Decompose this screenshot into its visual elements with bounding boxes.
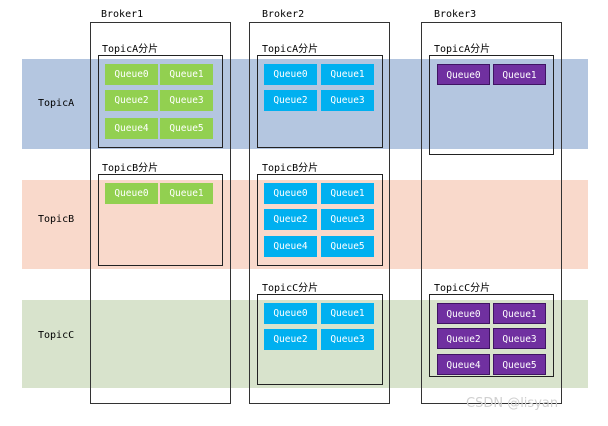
broker-1-topic-a-shard bbox=[98, 55, 223, 148]
broker-3-topic-c-queue-3: Queue3 bbox=[493, 328, 546, 349]
broker-2-topic-c-queue-3: Queue3 bbox=[321, 329, 374, 350]
broker-2-topic-a-queue-3: Queue3 bbox=[321, 90, 374, 111]
broker-2-topic-c-shard-title: TopicC分片 bbox=[262, 283, 319, 294]
broker-1-topic-a-queue-4: Queue4 bbox=[105, 118, 158, 139]
broker-3-topic-c-queue-2: Queue2 bbox=[437, 328, 490, 349]
broker-3-topic-a-shard bbox=[429, 55, 554, 155]
broker-1-topic-a-queue-0: Queue0 bbox=[105, 64, 158, 85]
broker-1-title: Broker1 bbox=[101, 9, 144, 20]
topic-b-label: TopicB bbox=[38, 214, 75, 225]
topic-c-label: TopicC bbox=[38, 330, 75, 341]
broker-1 bbox=[90, 22, 231, 404]
broker-3-topic-c-queue-4: Queue4 bbox=[437, 354, 490, 375]
broker-2-topic-a-queue-2: Queue2 bbox=[264, 90, 317, 111]
broker-2-topic-c-queue-2: Queue2 bbox=[264, 329, 317, 350]
broker-1-topic-a-queue-5: Queue5 bbox=[160, 118, 213, 139]
broker-2 bbox=[249, 22, 390, 404]
broker-3-title: Broker3 bbox=[434, 9, 477, 20]
broker-3 bbox=[421, 22, 562, 404]
broker-2-topic-b-queue-4: Queue4 bbox=[264, 236, 317, 257]
watermark: CSDN @lisyan bbox=[466, 396, 559, 411]
broker-2-topic-b-queue-0: Queue0 bbox=[264, 183, 317, 204]
topic-a-label: TopicA bbox=[38, 98, 75, 109]
broker-2-topic-a-queue-0: Queue0 bbox=[264, 64, 317, 85]
broker-3-topic-c-queue-1: Queue1 bbox=[493, 303, 546, 324]
broker-1-topic-a-queue-2: Queue2 bbox=[105, 90, 158, 111]
broker-2-topic-a-queue-1: Queue1 bbox=[321, 64, 374, 85]
broker-3-topic-c-queue-5: Queue5 bbox=[493, 354, 546, 375]
broker-2-topic-b-queue-3: Queue3 bbox=[321, 209, 374, 230]
broker-2-topic-b-shard bbox=[257, 174, 383, 266]
broker-1-topic-a-queue-1: Queue1 bbox=[160, 64, 213, 85]
broker-2-topic-c-queue-0: Queue0 bbox=[264, 303, 317, 324]
broker-1-topic-b-shard bbox=[98, 174, 223, 266]
broker-1-topic-b-queue-1: Queue1 bbox=[160, 183, 213, 204]
broker-3-topic-c-queue-0: Queue0 bbox=[437, 303, 490, 324]
broker-2-topic-b-queue-1: Queue1 bbox=[321, 183, 374, 204]
broker-2-topic-c-queue-1: Queue1 bbox=[321, 303, 374, 324]
broker-2-topic-c-shard bbox=[257, 294, 383, 385]
broker-1-topic-b-shard-title: TopicB分片 bbox=[102, 163, 159, 174]
broker-2-topic-b-queue-5: Queue5 bbox=[321, 236, 374, 257]
broker-1-topic-b-queue-0: Queue0 bbox=[105, 183, 158, 204]
broker-2-topic-a-shard-title: TopicA分片 bbox=[262, 44, 319, 55]
broker-2-topic-a-shard bbox=[257, 55, 383, 148]
broker-3-topic-a-queue-0: Queue0 bbox=[437, 64, 490, 85]
broker-2-topic-b-queue-2: Queue2 bbox=[264, 209, 317, 230]
broker-3-topic-a-queue-1: Queue1 bbox=[493, 64, 546, 85]
broker-3-topic-c-shard-title: TopicC分片 bbox=[434, 283, 491, 294]
broker-1-topic-a-queue-3: Queue3 bbox=[160, 90, 213, 111]
broker-3-topic-c-shard bbox=[429, 294, 554, 377]
broker-2-topic-b-shard-title: TopicB分片 bbox=[262, 163, 319, 174]
broker-1-topic-a-shard-title: TopicA分片 bbox=[102, 44, 159, 55]
broker-3-topic-a-shard-title: TopicA分片 bbox=[434, 44, 491, 55]
broker-2-title: Broker2 bbox=[262, 9, 305, 20]
